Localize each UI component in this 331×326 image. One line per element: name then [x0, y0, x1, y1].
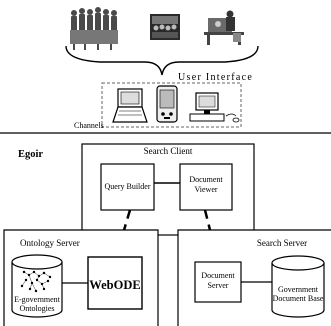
laptop-icon: [112, 88, 148, 123]
channels-label: Channels: [74, 121, 104, 130]
qb-to-webode-connector: [114, 209, 132, 258]
desktop-computer-icon: [189, 92, 240, 123]
ontology-database-icon: [11, 254, 63, 318]
user-brace: [65, 45, 259, 76]
document-server-box: [194, 261, 242, 303]
channels-box: [101, 82, 242, 128]
webode-box: [87, 256, 143, 310]
crowd-icon: [150, 14, 180, 40]
document-viewer-label-2: Viewer: [194, 185, 217, 194]
people-group-icon: [70, 7, 118, 50]
gov-docbase-label-2: Document Base: [273, 294, 324, 303]
query-builder-label: Query Builder: [105, 182, 151, 191]
desk-worker-icon: [204, 10, 244, 45]
query-builder-box: [100, 163, 155, 211]
viewer-to-docserver-connector: [203, 209, 220, 263]
ontology-server-title: Ontology Server: [20, 238, 80, 248]
document-server-label-1: Document: [201, 271, 235, 280]
egov-ontologies-label-1: E-government: [14, 295, 61, 304]
webode-label: WebODE: [89, 278, 140, 292]
user-interface-label: User Interface: [178, 72, 253, 83]
system-name-label: Egoir: [18, 149, 43, 160]
document-database-icon: [271, 255, 325, 318]
gov-docbase-label-1: Government: [278, 285, 319, 294]
document-viewer-box: [179, 163, 233, 211]
document-server-label-2: Server: [208, 281, 229, 290]
pda-icon: [156, 85, 178, 123]
document-viewer-label-1: Document: [189, 175, 223, 184]
search-client-title: Search Client: [144, 146, 193, 156]
search-server-title: Search Server: [257, 238, 307, 248]
egov-ontologies-label-2: Ontologies: [19, 304, 54, 313]
